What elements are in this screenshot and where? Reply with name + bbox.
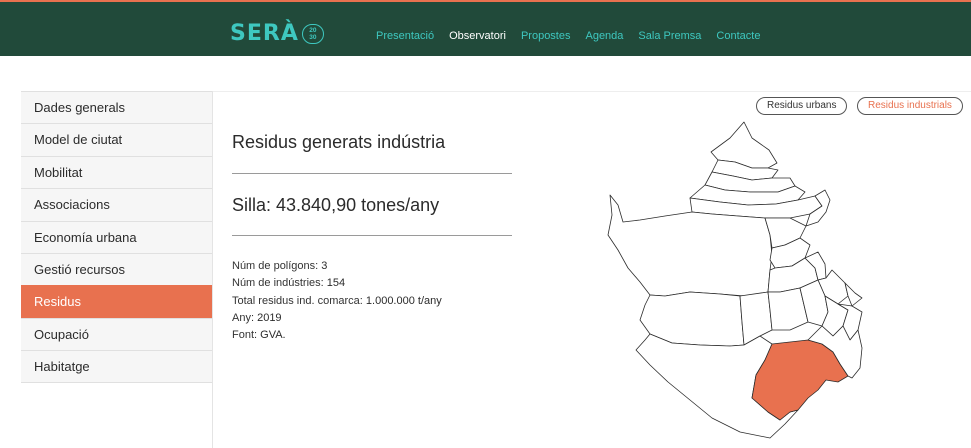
content-top-divider	[212, 91, 971, 92]
sidebar-item-associacions[interactable]: Associacions	[21, 188, 212, 221]
nav-item-observatori[interactable]: Observatori	[449, 30, 506, 42]
fact-label: Total residus ind. comarca:	[232, 294, 363, 307]
fact-value: 3	[321, 260, 328, 272]
fact-label: Any:	[232, 311, 255, 324]
map-municipality[interactable]	[739, 291, 773, 346]
fact-total: Total residus ind. comarca: 1.000.000 t/…	[232, 293, 442, 310]
nav-item-sala-premsa[interactable]: Sala Premsa	[638, 30, 702, 42]
top-accent-line	[0, 0, 971, 2]
selected-municipality-value: Silla: 43.840,90 tones/any	[232, 195, 440, 215]
fact-value: GVA.	[260, 329, 286, 342]
sidebar-item-habitatge[interactable]: Habitatge	[21, 350, 212, 383]
nav-item-presentacio[interactable]: Presentació	[376, 30, 435, 42]
sidebar-item-residus[interactable]: Residus	[21, 285, 212, 318]
toggle-residus-urbans[interactable]: Residus urbans	[756, 97, 848, 115]
sidebar-item-economia-urbana[interactable]: Economía urbana	[21, 220, 212, 253]
fact-font: Font: GVA.	[232, 327, 442, 344]
fact-label: Núm de polígons:	[232, 260, 319, 272]
fact-any: Any: 2019	[232, 310, 442, 327]
fact-industries: Núm de indústries: 154	[232, 275, 442, 292]
brand-badge-bottom: 30	[309, 34, 317, 41]
fact-label: Núm de indústries:	[232, 277, 324, 290]
sidebar-item-dades-generals[interactable]: Dades generals	[21, 91, 212, 124]
nav-item-propostes[interactable]: Propostes	[520, 30, 571, 42]
brand-logo[interactable]: SERÀ 20 30	[230, 22, 324, 46]
toggle-residus-industrials[interactable]: Residus industrials	[857, 97, 963, 115]
fact-value: 1.000.000 t/any	[365, 294, 442, 307]
fact-value: 2019	[257, 311, 282, 324]
top-navbar: SERÀ 20 30 Presentació Observatori Propo…	[0, 2, 971, 56]
facts-list: Núm de polígons: 3 Núm de indústries: 15…	[232, 258, 442, 344]
brand-badge-icon: 20 30	[301, 24, 324, 44]
nav-item-agenda[interactable]: Agenda	[585, 30, 624, 42]
nav-item-contacte[interactable]: Contacte	[716, 30, 761, 42]
comarca-map	[607, 121, 863, 439]
brand-name: SERÀ	[230, 21, 299, 46]
map-municipality[interactable]	[807, 325, 863, 379]
panel-title: Residus generats indústria	[232, 132, 446, 152]
sidebar-item-mobilitat[interactable]: Mobilitat	[21, 155, 212, 189]
fact-poligons: Núm de polígons: 3	[232, 258, 442, 275]
main-nav: Presentació Observatori Propostes Agenda…	[376, 29, 775, 43]
sidebar-menu: Dades generals Model de ciutat Mobilitat…	[21, 91, 212, 383]
sidebar-divider	[212, 91, 213, 448]
brand-badge-top: 20	[309, 27, 317, 34]
sidebar-item-model-de-ciutat[interactable]: Model de ciutat	[21, 123, 212, 156]
map-municipality[interactable]	[844, 282, 863, 307]
fact-label: Font:	[232, 329, 258, 342]
value-separator	[232, 235, 512, 236]
fact-value: 154	[326, 277, 346, 290]
sidebar-item-ocupacio[interactable]: Ocupació	[21, 317, 212, 351]
sidebar-item-gestio-recursos[interactable]: Gestió recursos	[21, 252, 212, 286]
map-municipality[interactable]	[805, 189, 831, 227]
title-separator	[232, 173, 512, 174]
